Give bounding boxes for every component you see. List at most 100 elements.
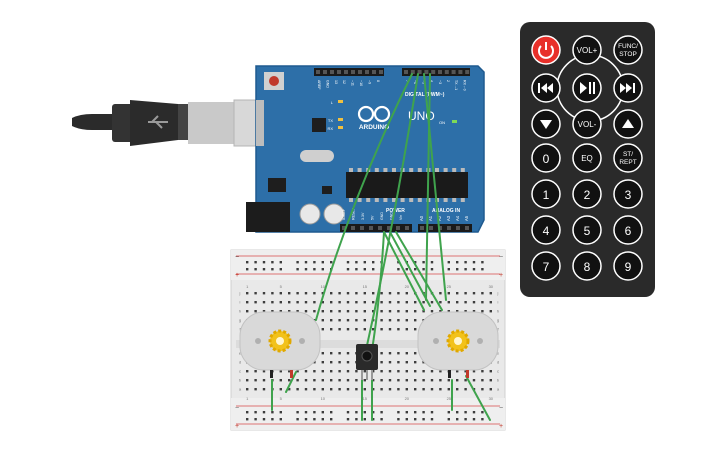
vol-down-label: VOL- bbox=[578, 120, 597, 129]
usb-icon bbox=[148, 115, 168, 129]
row-letter: e bbox=[239, 351, 242, 356]
analog-pin-label: A2 bbox=[437, 215, 442, 221]
row-letter: j bbox=[497, 291, 499, 296]
ir-receiver[interactable] bbox=[356, 344, 378, 380]
power-jack bbox=[246, 202, 290, 232]
rx-led-label: RX bbox=[327, 126, 333, 131]
vol-up-button[interactable]: VOL+ bbox=[572, 35, 602, 65]
wire[interactable] bbox=[423, 73, 447, 301]
capacitor bbox=[299, 203, 321, 225]
column-number: 1 bbox=[246, 396, 249, 401]
row-letter: a bbox=[239, 387, 242, 392]
digit-2-button[interactable]: 2 bbox=[572, 179, 602, 209]
digital-header-left[interactable] bbox=[314, 68, 384, 76]
row-letter: f bbox=[239, 327, 241, 332]
digital-pin-label: AREF bbox=[317, 80, 321, 90]
digital-header-right[interactable] bbox=[402, 68, 470, 76]
vol-up-label: VOL+ bbox=[577, 46, 598, 55]
column-number: 25 bbox=[447, 284, 452, 289]
regulator-chip bbox=[268, 178, 286, 192]
row-letter: h bbox=[239, 309, 241, 314]
power-pin-label: IOREF bbox=[342, 208, 346, 220]
st-rept-button[interactable]: ST/ REPT bbox=[613, 143, 643, 173]
power-button[interactable] bbox=[531, 35, 561, 65]
usb-chip bbox=[312, 118, 326, 132]
wire[interactable] bbox=[425, 73, 431, 301]
wire[interactable] bbox=[465, 375, 491, 421]
digit-8-button[interactable]: 8 bbox=[572, 251, 602, 281]
power-label: POWER bbox=[386, 208, 405, 214]
row-letter: i bbox=[498, 300, 499, 305]
column-number: 10 bbox=[321, 396, 326, 401]
row-letter: d bbox=[239, 360, 241, 365]
digital-pin-label: 13 bbox=[334, 80, 338, 84]
digit-3-button[interactable]: 3 bbox=[613, 179, 643, 209]
wire[interactable] bbox=[389, 231, 431, 307]
digit-0-button[interactable]: 0 bbox=[531, 143, 561, 173]
down-button[interactable] bbox=[531, 109, 561, 139]
next-button[interactable] bbox=[613, 73, 643, 103]
wire[interactable] bbox=[383, 231, 425, 311]
rail-minus-label: − bbox=[499, 405, 503, 412]
wire[interactable] bbox=[285, 371, 297, 393]
usb-port bbox=[256, 100, 264, 146]
analog-pin-label: A0 bbox=[419, 215, 424, 221]
digital-pin-label: ~5 bbox=[421, 80, 425, 84]
digit-label: 8 bbox=[584, 260, 591, 274]
digit-7-button[interactable]: 7 bbox=[531, 251, 561, 281]
rail-plus-label: + bbox=[499, 423, 503, 430]
wire[interactable] bbox=[395, 231, 443, 311]
wires[interactable] bbox=[271, 73, 491, 421]
atmega-chip bbox=[346, 172, 468, 198]
digital-pin-label: ~10 bbox=[359, 80, 363, 86]
power-header[interactable] bbox=[340, 224, 412, 232]
column-number: 5 bbox=[280, 284, 283, 289]
power-pin-label: 5V bbox=[371, 215, 375, 220]
digit-label: 6 bbox=[625, 224, 632, 238]
arduino-logo-icon bbox=[357, 105, 391, 123]
fast-forward-icon bbox=[620, 83, 635, 93]
eq-button[interactable]: EQ bbox=[572, 143, 602, 173]
digit-5-button[interactable]: 5 bbox=[572, 215, 602, 245]
digital-pin-label: TX→1 bbox=[454, 80, 458, 90]
st-rept-label: REPT bbox=[619, 159, 636, 166]
digital-pin-label: ~11 bbox=[351, 80, 355, 86]
usb-cable[interactable] bbox=[72, 99, 265, 147]
row-letter: b bbox=[239, 378, 242, 383]
dc-motor-left[interactable] bbox=[239, 311, 321, 378]
rail-minus-label: − bbox=[235, 254, 239, 261]
row-letter: b bbox=[497, 378, 500, 383]
ir-remote[interactable]: VOL+ FUNC/ STOP bbox=[520, 22, 655, 297]
vol-down-button[interactable]: VOL- bbox=[572, 109, 602, 139]
func-stop-button[interactable]: FUNC/ STOP bbox=[613, 35, 643, 65]
digit-4-button[interactable]: 4 bbox=[531, 215, 561, 245]
row-letter: g bbox=[239, 318, 241, 323]
gear-icon bbox=[446, 329, 470, 353]
digit-1-button[interactable]: 1 bbox=[531, 179, 561, 209]
digit-label: 5 bbox=[584, 224, 591, 238]
row-letter: c bbox=[239, 369, 241, 374]
previous-button[interactable] bbox=[531, 73, 561, 103]
digit-label: 3 bbox=[625, 188, 632, 202]
digital-pin-label: 2 bbox=[446, 80, 450, 82]
digital-pin-label: RX←0 bbox=[462, 80, 466, 91]
dc-motor-right[interactable] bbox=[417, 311, 499, 378]
digit-6-button[interactable]: 6 bbox=[613, 215, 643, 245]
wire[interactable] bbox=[365, 73, 419, 351]
wire[interactable] bbox=[371, 231, 385, 351]
power-pin-label: 3.3V bbox=[361, 212, 365, 220]
row-letter: f bbox=[497, 327, 499, 332]
up-button[interactable] bbox=[613, 109, 643, 139]
wire[interactable] bbox=[315, 73, 413, 321]
analog-header[interactable] bbox=[418, 224, 472, 232]
play-pause-button[interactable] bbox=[572, 73, 602, 103]
digit-9-button[interactable]: 9 bbox=[613, 251, 643, 281]
digit-label: 0 bbox=[543, 152, 550, 166]
row-letter: g bbox=[497, 318, 499, 323]
on-led-label: ON bbox=[439, 120, 445, 125]
